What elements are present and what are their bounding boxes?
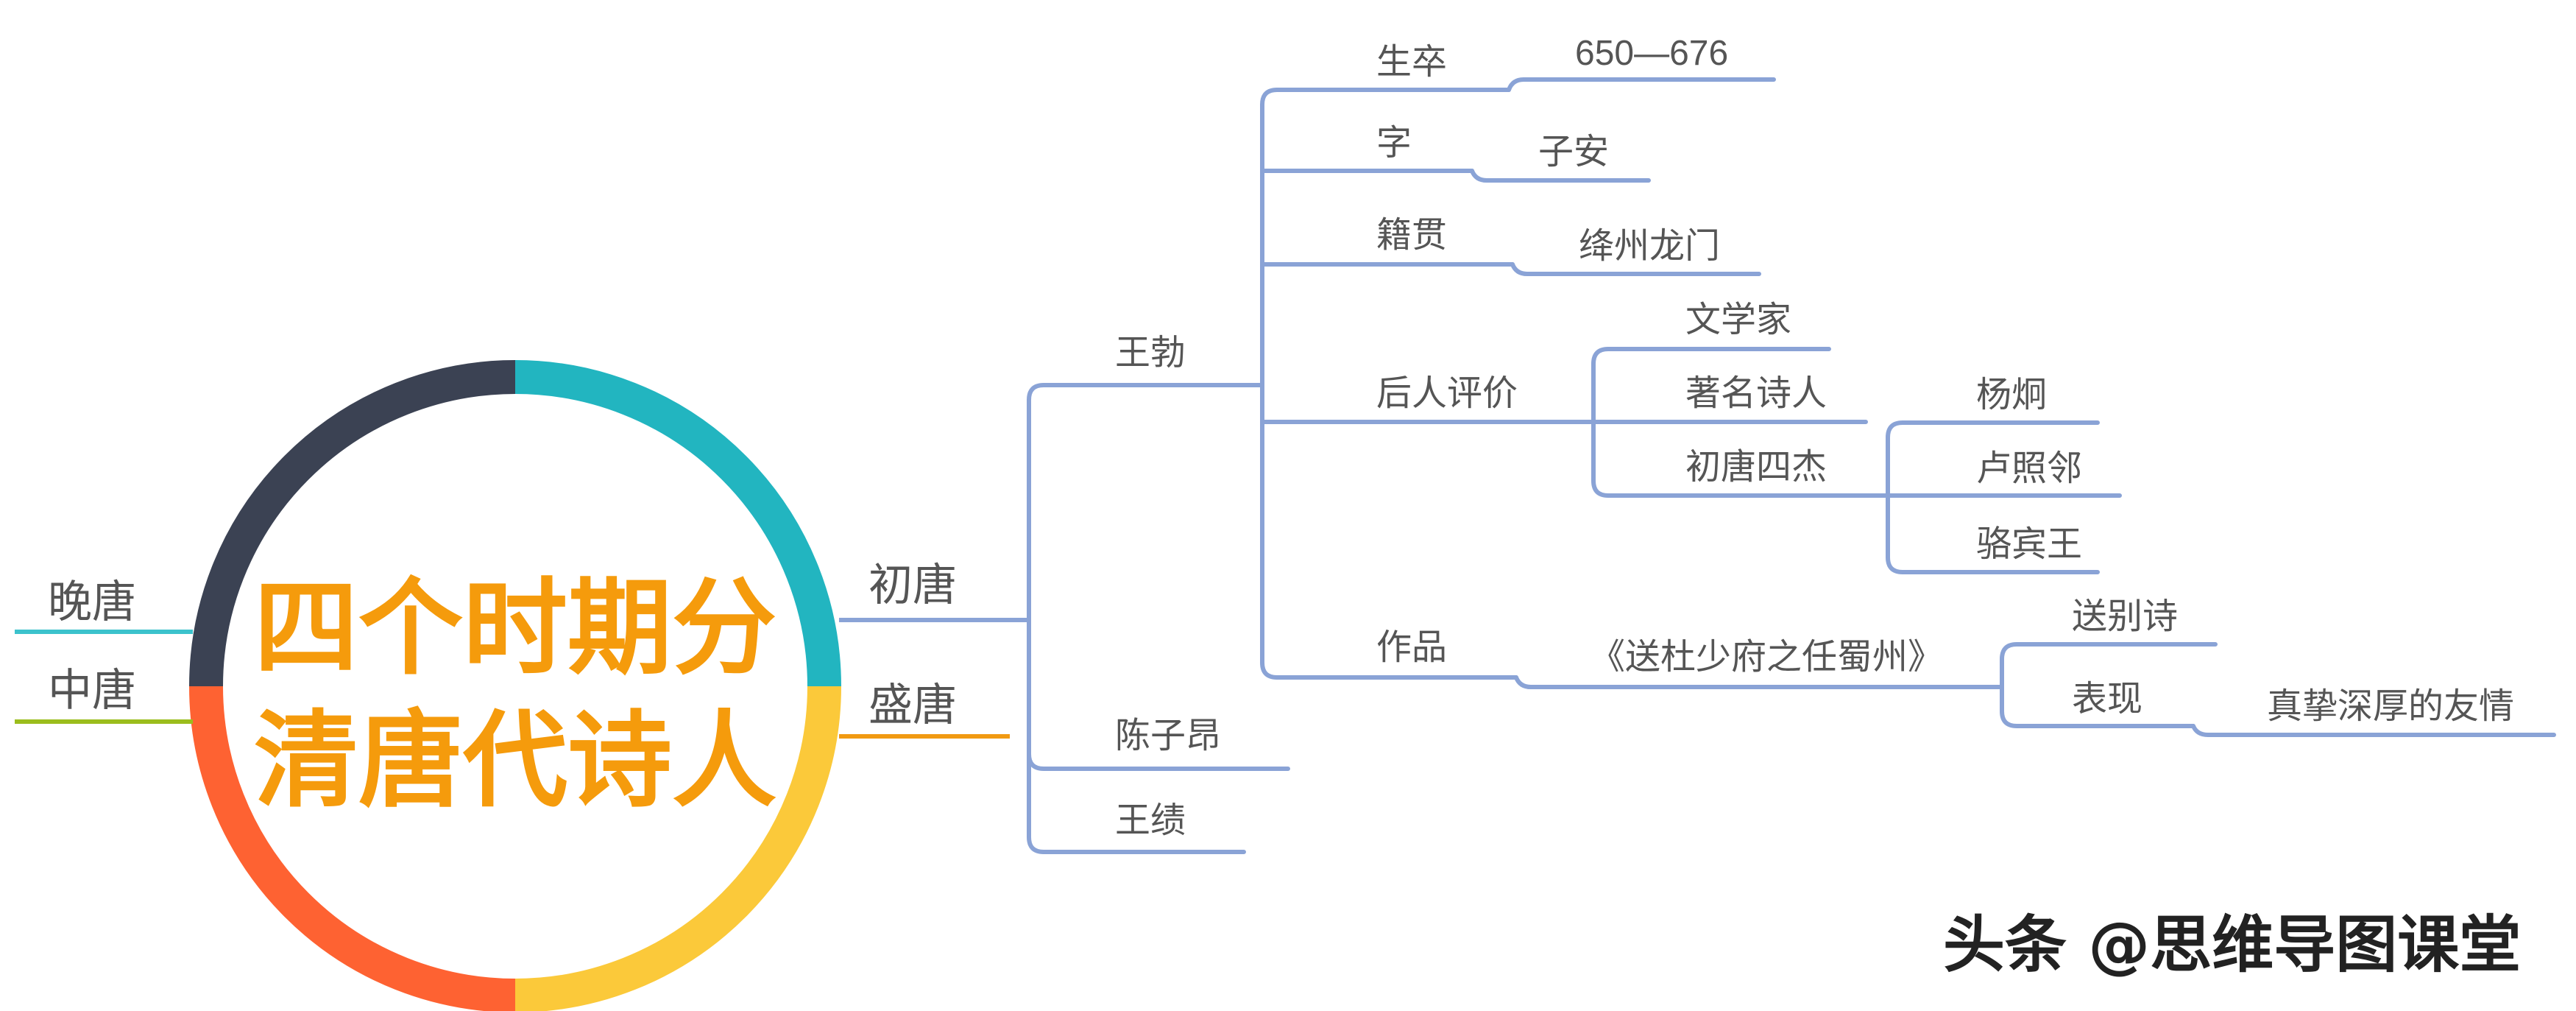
zuopin-type: 送别诗	[2072, 596, 2178, 637]
period-wantang: 晚唐	[48, 577, 136, 628]
ring-segment-orange	[189, 686, 516, 1011]
period-chutang: 初唐	[868, 560, 957, 611]
attr-jiguan-label: 籍贯	[1376, 214, 1447, 256]
period-shengtang: 盛唐	[868, 680, 957, 731]
attr-pingjia-label: 后人评价	[1376, 373, 1518, 414]
jiguan-value-line	[1510, 262, 1761, 276]
ring-segment-yellow	[514, 686, 841, 1011]
sijie-connector	[1882, 420, 2122, 574]
center-title-line1: 四个时期分	[254, 567, 776, 689]
poet-wangji: 王绩	[1115, 800, 1186, 841]
attr-shengzu-value: 650—676	[1575, 34, 1728, 73]
pingjia-item-zhumingshiren: 著名诗人	[1685, 373, 1827, 414]
zuopin-title: 《送杜少府之任蜀州》	[1590, 636, 1943, 677]
pingjia-item-chutangsijie: 初唐四杰	[1685, 446, 1827, 487]
poet-wangbo: 王勃	[1115, 332, 1186, 373]
ring-segment-navy	[189, 360, 516, 687]
period-zhongtang: 中唐	[48, 665, 136, 716]
zi-value-line	[1470, 169, 1651, 183]
biaoxian-value-line	[2191, 724, 2556, 737]
watermark: 头条 @思维导图课堂	[1943, 909, 2521, 981]
ring-segment-teal	[514, 360, 841, 687]
pingjia-item-wenxuejia: 文学家	[1685, 299, 1791, 340]
zuopin-biaoxian-value: 真挚深厚的友情	[2267, 686, 2514, 727]
zuopin-biaoxian-label: 表现	[2072, 678, 2142, 719]
center-ring	[189, 360, 841, 1011]
center-title-line2: 清唐代诗人	[254, 700, 776, 822]
zuopin-title-line	[1514, 675, 2000, 689]
sijie-luzhaolin: 卢照邻	[1976, 448, 2082, 489]
pingjia-connector	[1588, 347, 1886, 498]
attr-zuopin-label: 作品	[1376, 627, 1447, 668]
wangbo-attributes-connector	[1256, 88, 1592, 680]
shengzu-value-line	[1507, 77, 1776, 92]
sijie-yangjiong: 杨炯	[1976, 374, 2047, 415]
sijie-luobinwang: 骆宾王	[1976, 524, 2082, 565]
attr-zi-label: 字	[1376, 122, 1412, 163]
attr-shengzu-label: 生卒	[1376, 41, 1447, 82]
poet-chenziang: 陈子昂	[1115, 715, 1221, 756]
zuopin-connector	[1996, 642, 2218, 728]
attr-jiguan-value: 绛州龙门	[1579, 225, 1720, 267]
chutang-poets-connector	[1027, 383, 1290, 854]
attr-zi-value: 子安	[1538, 131, 1609, 172]
